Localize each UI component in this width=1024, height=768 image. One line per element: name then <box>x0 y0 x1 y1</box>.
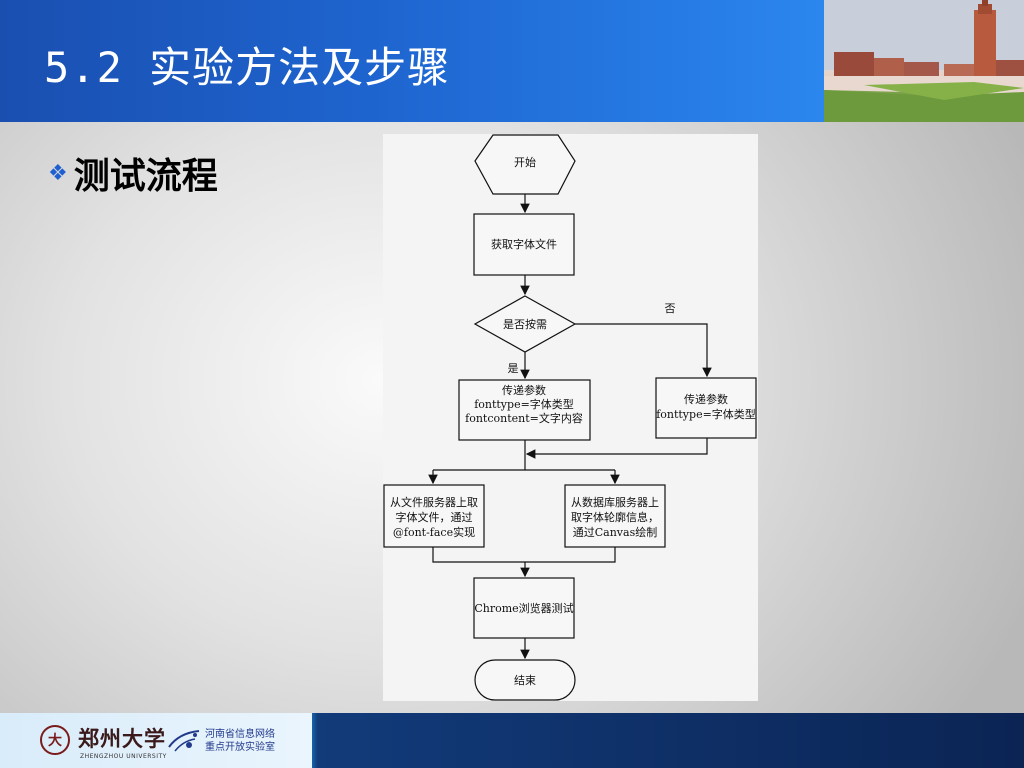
yes-params-node <box>458 379 591 441</box>
title-bar: 5.2 实验方法及步骤 <box>0 0 824 122</box>
file-server-line3: @font-face实现 <box>393 525 475 539</box>
footer-bar: 大 郑州大学 ZHENGZHOU UNIVERSITY 河南省信息网络 重点开放… <box>0 713 1024 768</box>
yes-params-line3: fontcontent=文字内容 <box>465 411 583 425</box>
campus-photo <box>824 0 1024 122</box>
flowchart-image: 开始 获取字体文件 是否按需 是 否 传递参数 fonttype=字体类型 fo… <box>383 134 758 701</box>
file-server-node <box>383 484 485 548</box>
end-label: 结束 <box>514 674 536 687</box>
get-font-label: 获取字体文件 <box>491 237 557 251</box>
university-name: 郑州大学 <box>78 726 166 751</box>
chrome-test-label: Chrome浏览器测试 <box>474 601 573 615</box>
chrome-test-node <box>473 577 575 639</box>
db-server-node <box>564 484 666 548</box>
yes-label: 是 <box>508 362 519 375</box>
no-params-line2: fonttype=字体类型 <box>656 407 756 421</box>
university-seal-icon: 大 <box>40 725 70 755</box>
get-font-node <box>473 213 575 276</box>
bullet-item: ❖ 测试流程 <box>48 147 218 199</box>
db-server-line2: 取字体轮廓信息， <box>571 510 659 524</box>
no-label: 否 <box>665 302 676 315</box>
university-name-en: ZHENGZHOU UNIVERSITY <box>80 753 167 760</box>
bullet-text: 测试流程 <box>73 156 218 197</box>
no-params-node <box>655 377 757 439</box>
decision-label: 是否按需 <box>503 317 547 331</box>
slide-title: 5.2 实验方法及步骤 <box>44 43 451 92</box>
yes-params-line1: 传递参数 <box>502 383 546 397</box>
lab-name-line2: 重点开放实验室 <box>205 742 275 753</box>
no-params-line1: 传递参数 <box>684 392 728 406</box>
diamond-cluster-icon: ❖ <box>48 160 68 186</box>
start-node <box>474 134 576 195</box>
footer-logo-area: 大 郑州大学 ZHENGZHOU UNIVERSITY 河南省信息网络 重点开放… <box>0 713 312 768</box>
file-server-line2: 字体文件，通过 <box>396 510 473 524</box>
lab-name: 河南省信息网络 重点开放实验室 <box>205 728 275 754</box>
lab-name-line1: 河南省信息网络 <box>205 729 275 740</box>
db-server-line3: 通过Canvas绘制 <box>573 525 657 539</box>
yes-params-line2: fonttype=字体类型 <box>474 397 574 411</box>
db-server-line1: 从数据库服务器上 <box>571 495 659 509</box>
lab-logo-icon <box>168 730 200 752</box>
start-label: 开始 <box>514 155 536 169</box>
file-server-line1: 从文件服务器上取 <box>390 495 478 509</box>
end-node <box>474 659 576 701</box>
